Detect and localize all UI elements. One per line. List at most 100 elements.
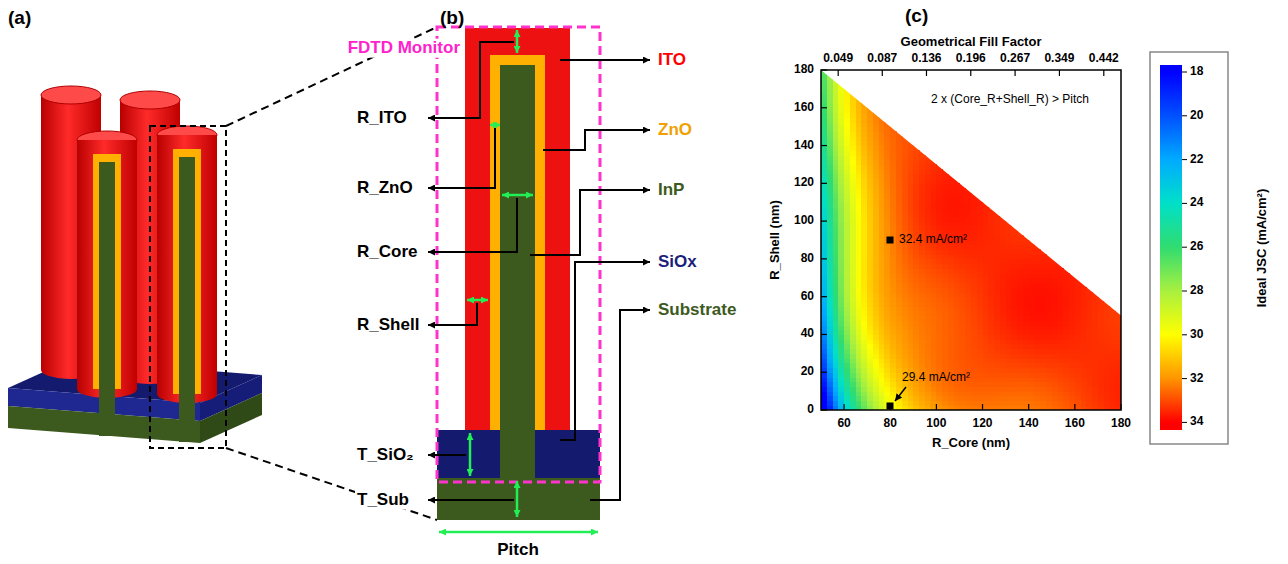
heat-cell (821, 254, 827, 259)
heat-cell (902, 160, 908, 165)
heat-cell (925, 174, 931, 179)
heat-cell (931, 198, 937, 203)
heat-cell (948, 259, 954, 264)
heat-cell (879, 235, 885, 240)
heat-cell (948, 320, 954, 325)
heat-cell (913, 273, 919, 278)
heat-cell (931, 254, 937, 259)
heat-cell (959, 174, 965, 179)
heat-cell (890, 198, 896, 203)
heat-cell (913, 169, 919, 174)
heat-cell (827, 183, 833, 188)
heat-cell (965, 344, 971, 349)
heat-cell (1000, 339, 1006, 344)
heat-cell (948, 264, 954, 269)
heat-cell (925, 259, 931, 264)
figure-shape (428, 499, 514, 501)
heat-cell (856, 325, 862, 330)
leader-line (428, 42, 650, 500)
heat-cell (971, 382, 977, 387)
heat-cell (908, 386, 914, 391)
figure-shape (543, 130, 650, 150)
heat-cell (856, 349, 862, 354)
heat-cell (942, 254, 948, 259)
heat-cell (1000, 207, 1006, 212)
heat-cell (1011, 316, 1017, 321)
heat-cell (965, 311, 971, 316)
heat-cell (821, 98, 827, 103)
heat-cell (971, 278, 977, 283)
heat-cell (833, 127, 839, 132)
heat-cell (913, 278, 919, 283)
heat-cell (936, 212, 942, 217)
heat-cell (942, 164, 948, 169)
heat-cell (844, 358, 850, 363)
heat-cell (988, 268, 994, 273)
heat-cell (873, 183, 879, 188)
heat-cell (884, 202, 890, 207)
heat-cell (861, 401, 867, 406)
heat-cell (942, 292, 948, 297)
heat-cell (844, 188, 850, 193)
heat-cell (856, 368, 862, 373)
heat-cell (827, 292, 833, 297)
heat-cell (844, 98, 850, 103)
heat-cell (936, 353, 942, 358)
heat-cell (850, 188, 856, 193)
heat-cell (965, 278, 971, 283)
heat-cell (1006, 268, 1012, 273)
heat-cell (959, 278, 965, 283)
heat-cell (971, 401, 977, 406)
heat-cell (908, 358, 914, 363)
heat-cell (983, 297, 989, 302)
heat-cell (850, 245, 856, 250)
heat-cell (1006, 221, 1012, 226)
heat-cell (844, 108, 850, 113)
heat-cell (884, 231, 890, 236)
heat-cell (902, 226, 908, 231)
heat-cell (925, 212, 931, 217)
heat-cell (873, 283, 879, 288)
heat-cell (844, 264, 850, 269)
heat-cell (821, 179, 827, 184)
heat-cell (913, 301, 919, 306)
heat-cell (954, 249, 960, 254)
heat-cell (936, 202, 942, 207)
heat-cell (959, 401, 965, 406)
heat-cell (977, 268, 983, 273)
heat-cell (833, 320, 839, 325)
heat-cell (873, 339, 879, 344)
heat-cell (850, 372, 856, 377)
heat-cell (954, 339, 960, 344)
heat-cell (879, 273, 885, 278)
heat-cell (902, 325, 908, 330)
heat-cell (988, 325, 994, 330)
heat-cell (873, 127, 879, 132)
heat-cell (965, 202, 971, 207)
heat-cell (942, 311, 948, 316)
heat-cell (965, 330, 971, 335)
heat-cell (948, 193, 954, 198)
heat-cell (844, 131, 850, 136)
heat-cell (884, 372, 890, 377)
heat-cell (873, 344, 879, 349)
heat-cell (965, 358, 971, 363)
heat-cell (983, 231, 989, 236)
heat-cell (971, 325, 977, 330)
heat-cell (919, 353, 925, 358)
heat-cell (896, 207, 902, 212)
heat-cell (873, 174, 879, 179)
heat-cell (994, 235, 1000, 240)
heat-cell (827, 155, 833, 160)
heat-cell (954, 344, 960, 349)
heat-cell (908, 334, 914, 339)
heat-cell (931, 179, 937, 184)
heat-cell (936, 330, 942, 335)
heat-cell (833, 297, 839, 302)
heat-cell (908, 353, 914, 358)
heat-cell (1000, 368, 1006, 373)
heat-cell (827, 94, 833, 99)
heat-cell (833, 316, 839, 321)
heat-cell (867, 264, 873, 269)
heat-cell (821, 259, 827, 264)
